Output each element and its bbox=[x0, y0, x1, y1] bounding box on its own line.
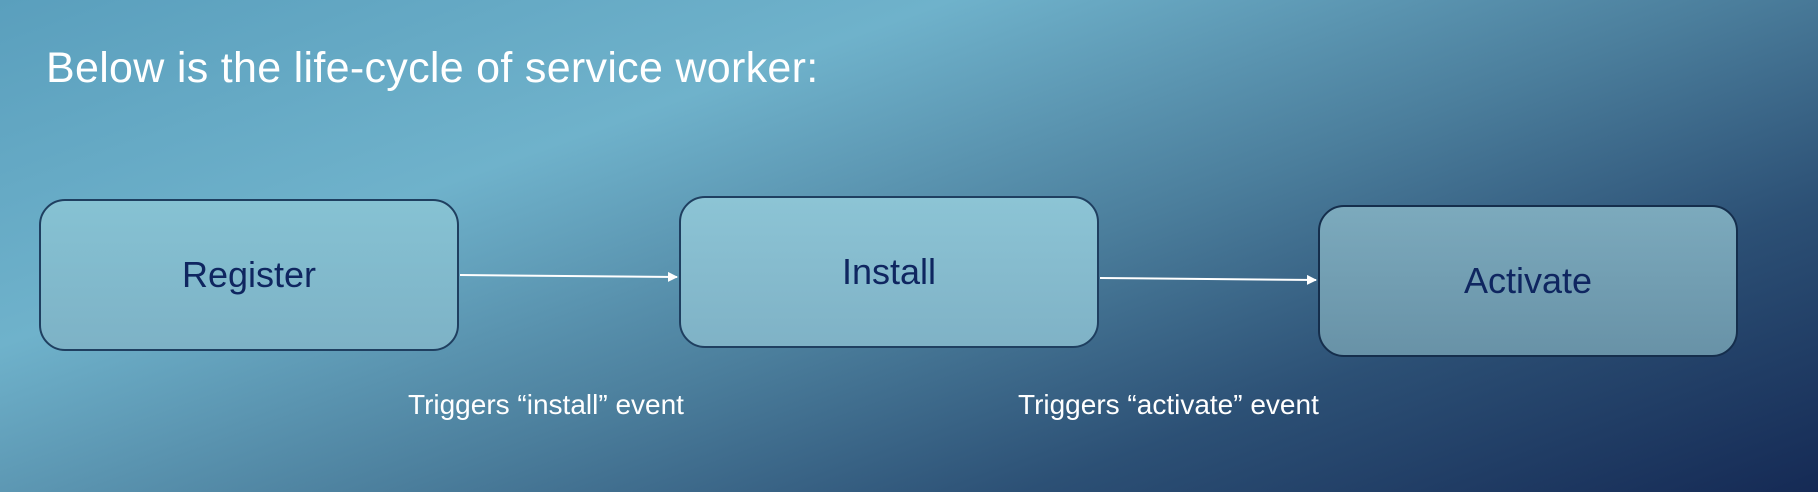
step-register-label: Register bbox=[181, 254, 317, 295]
step-install-box: Install bbox=[679, 196, 1099, 348]
caption-install-event: Triggers “install” event bbox=[408, 389, 684, 420]
step-activate-label: Activate bbox=[1463, 260, 1593, 301]
step-activate-box: Activate bbox=[1318, 205, 1738, 357]
arrow-register-to-install bbox=[459, 271, 678, 282]
slide-title: Below is the life-cycle of service worke… bbox=[46, 44, 819, 92]
caption-activate-event: Triggers “activate” event bbox=[1018, 389, 1319, 420]
arrow-install-to-activate bbox=[1099, 274, 1317, 285]
step-install-label: Install bbox=[841, 251, 937, 292]
step-register-box: Register bbox=[39, 199, 459, 351]
